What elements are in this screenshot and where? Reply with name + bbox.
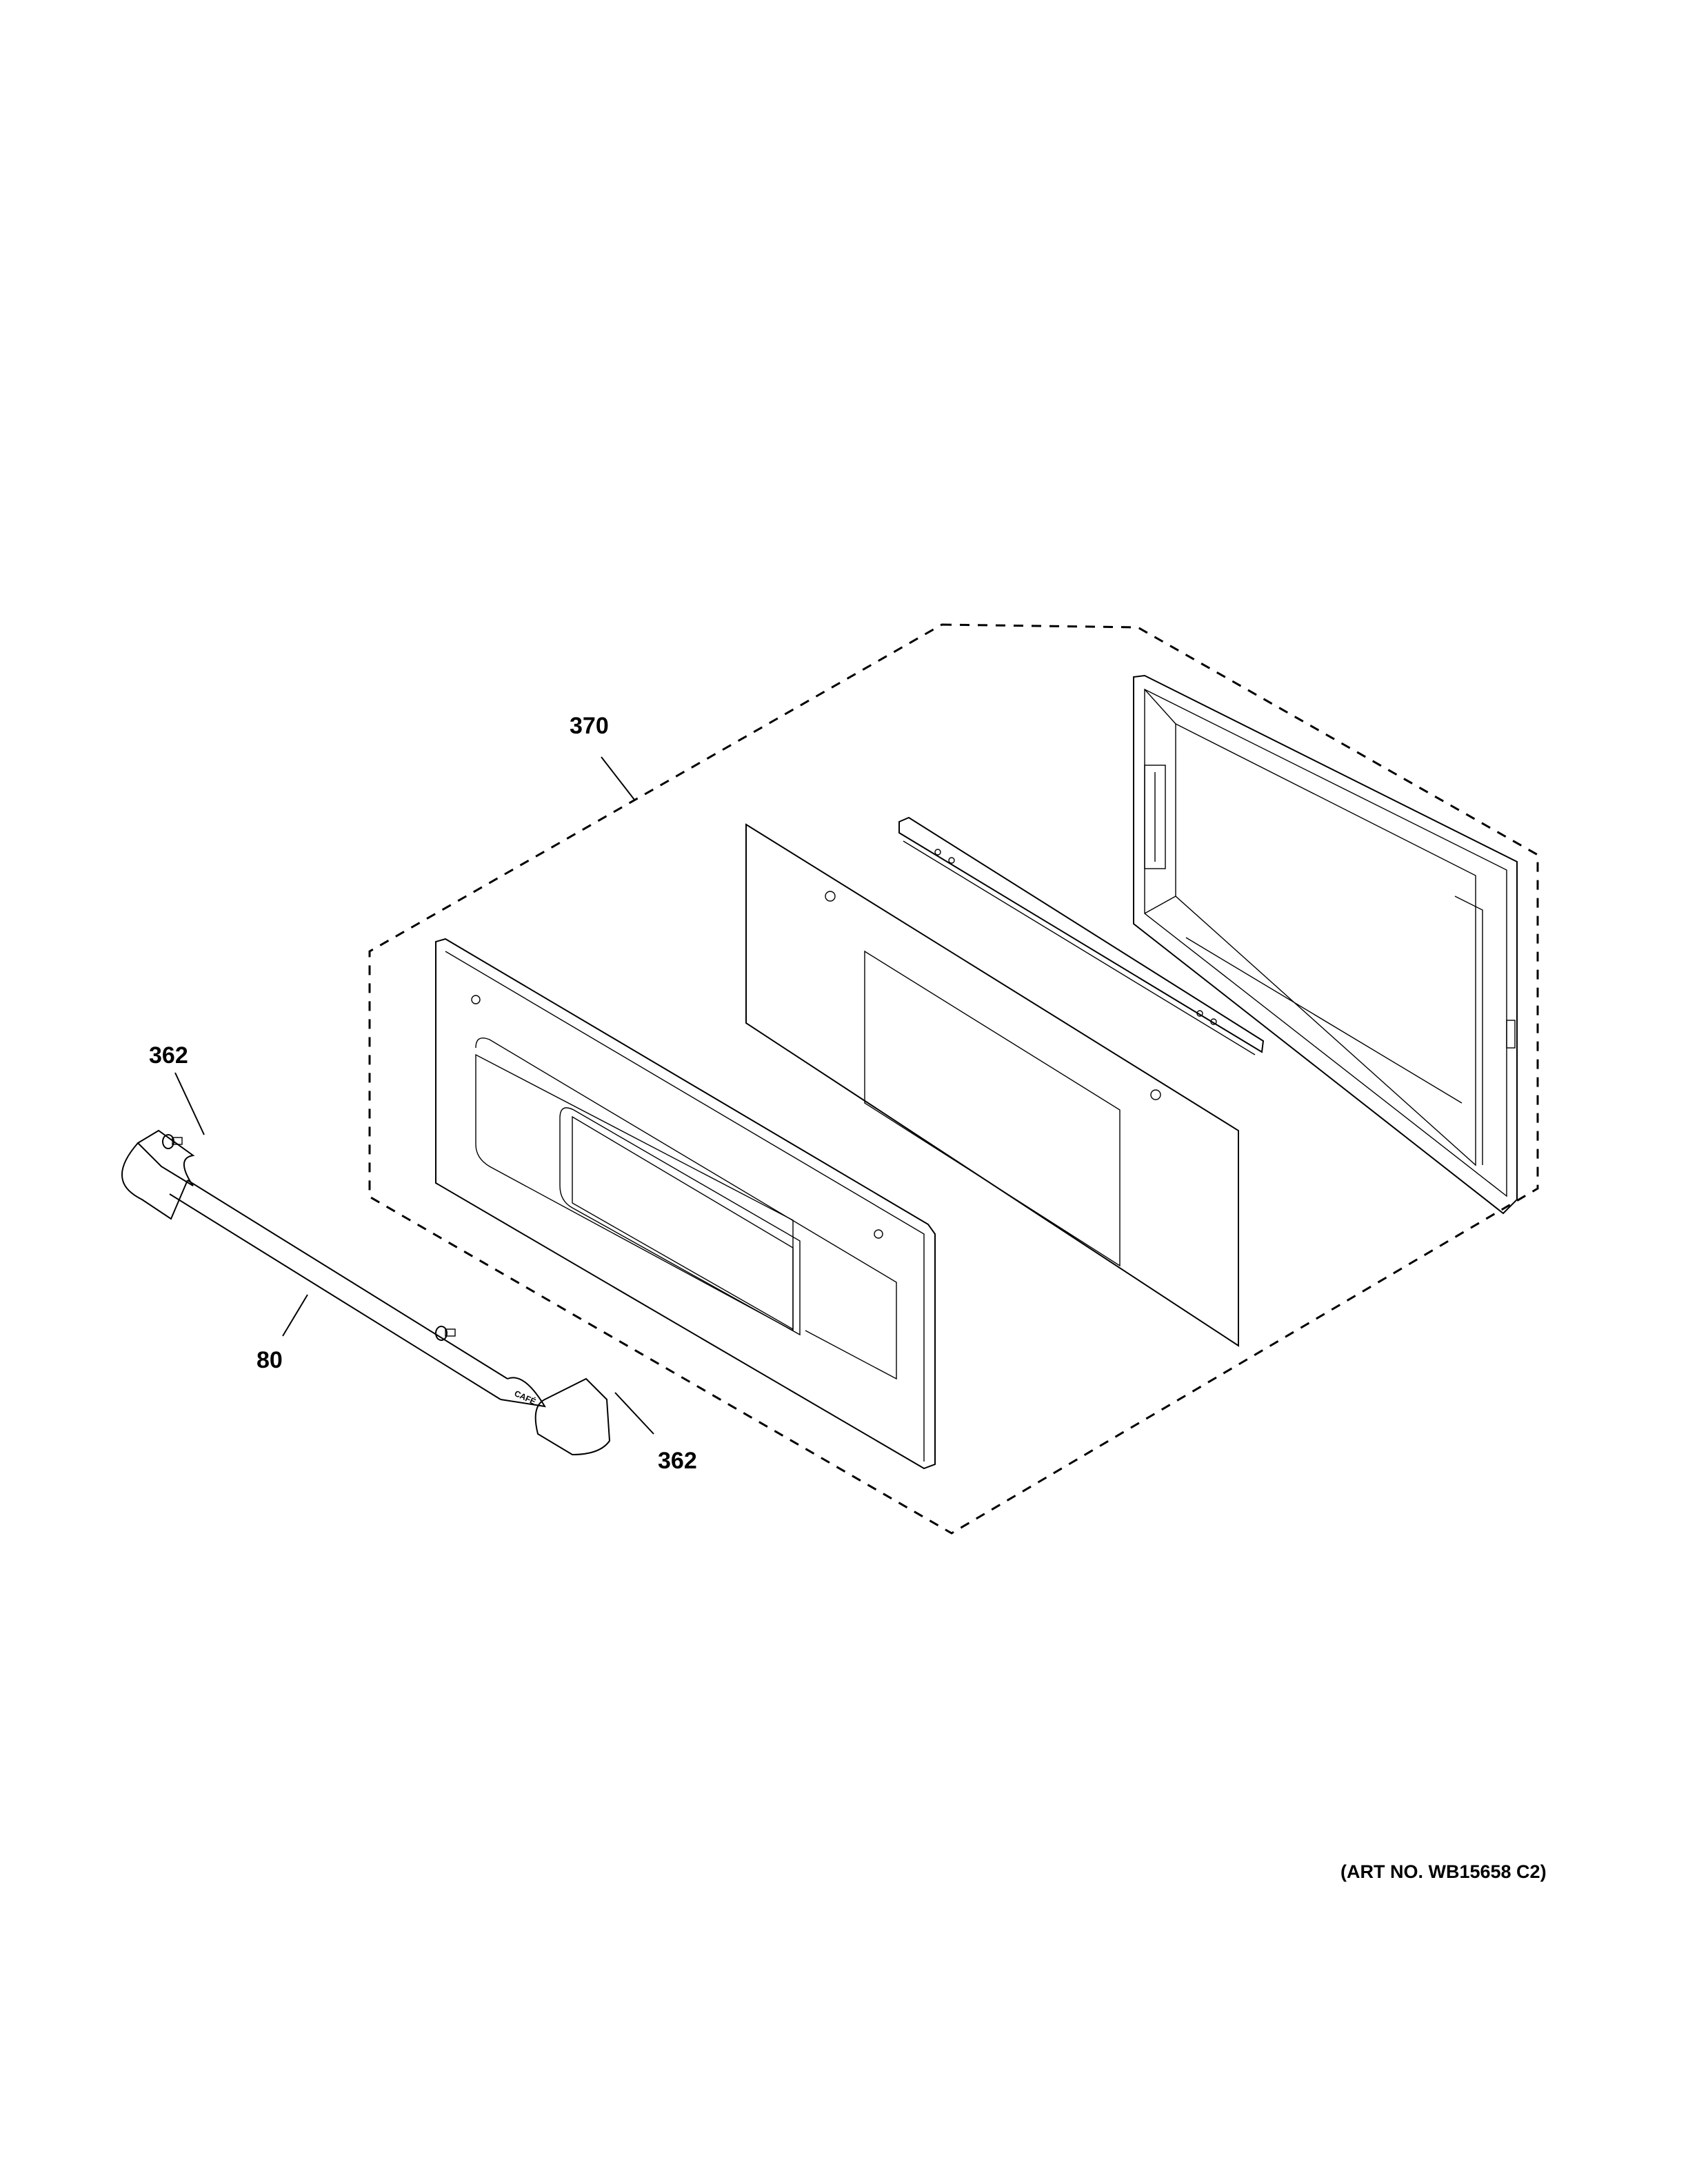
- leader-362-upper: [174, 1072, 205, 1135]
- door-glass: [745, 823, 1239, 1347]
- leader-362-lower: [614, 1392, 654, 1435]
- door-outer-panel: [435, 938, 936, 1470]
- callout-362-lower: 362: [658, 1448, 697, 1474]
- art-number: (ART NO. WB15658 C2): [1340, 1861, 1547, 1882]
- door-handle: CAFÉ: [121, 1129, 611, 1456]
- screw-upper: [162, 1134, 183, 1149]
- door-inner-frame: [1133, 674, 1518, 1215]
- door-rail: [898, 816, 1265, 1055]
- callout-80: 80: [257, 1347, 283, 1373]
- callout-362-upper: 362: [149, 1042, 188, 1069]
- leader-370: [601, 756, 635, 800]
- screw-lower: [435, 1326, 456, 1341]
- leader-80: [282, 1294, 308, 1337]
- callout-370: 370: [570, 713, 609, 739]
- assembly-boundary: [368, 623, 1539, 1535]
